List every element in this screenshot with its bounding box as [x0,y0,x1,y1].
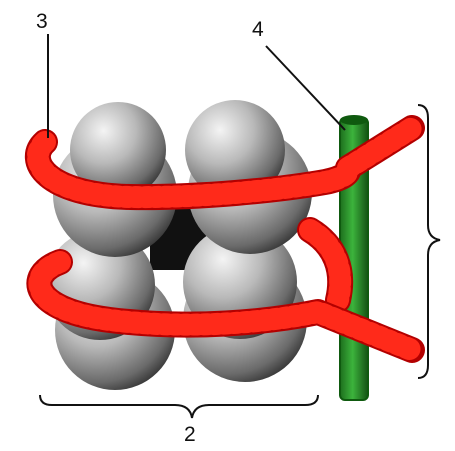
right-brace [418,105,440,378]
label-3: 3 [36,10,48,33]
histone-core [45,100,312,390]
label-2: 2 [184,423,196,446]
leader-line-4 [266,46,345,130]
bottom-brace [40,395,318,418]
label-4: 4 [252,18,264,41]
